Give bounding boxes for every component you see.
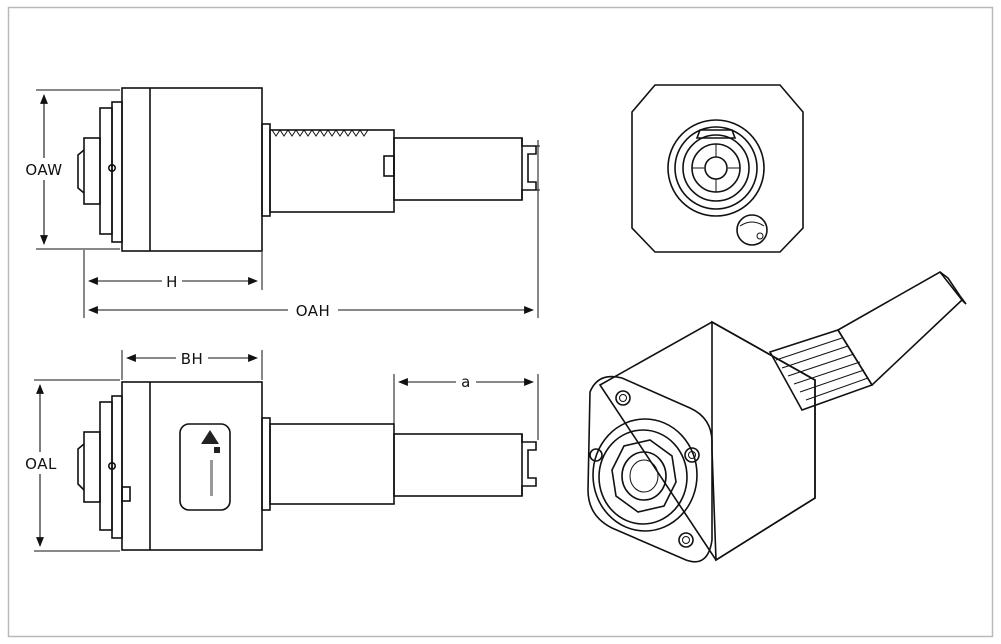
- bh-label: BH: [181, 350, 204, 368]
- isometric-view: [587, 270, 967, 563]
- front-end-view: [631, 84, 804, 253]
- oah-label: OAH: [296, 302, 331, 320]
- oal-label: OAL: [25, 455, 57, 473]
- a-label: a: [461, 373, 471, 391]
- oaw-label: OAW: [25, 161, 62, 179]
- side-view: BH a OAL: [18, 347, 539, 552]
- h-label: H: [166, 273, 178, 291]
- top-view: OAW H OAH: [20, 87, 540, 321]
- drawing-frame: [7, 6, 994, 638]
